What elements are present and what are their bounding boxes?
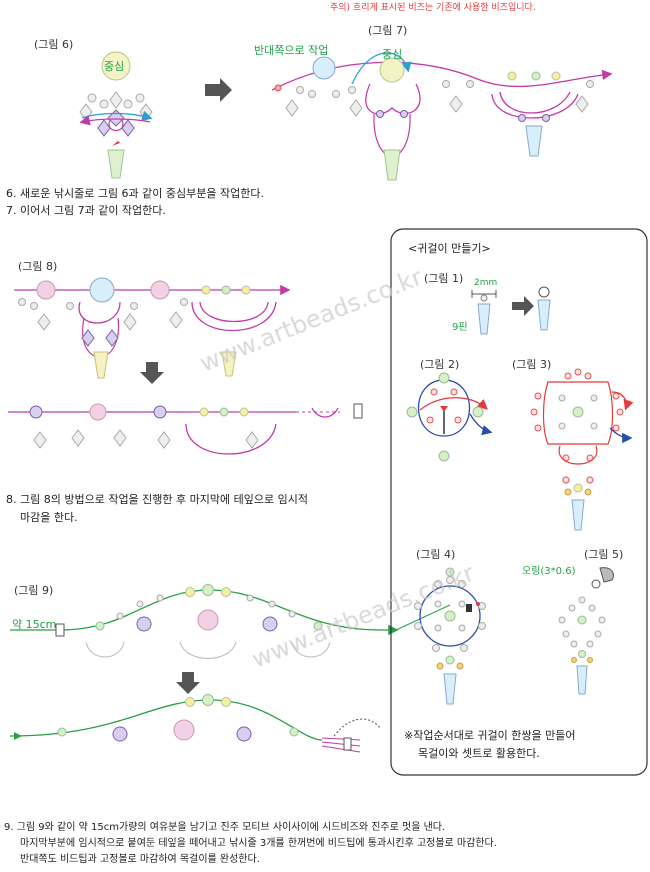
figure-9-diagram <box>9 584 399 753</box>
earring-fig4 <box>414 567 486 705</box>
opposite-direction-label: 반대쪽으로 작업 <box>254 44 329 57</box>
figure-6-label: (그림 6) <box>34 38 74 51</box>
figure-9-label: (그림 9) <box>14 584 54 597</box>
earring-box-title: <귀걸이 만들기> <box>408 242 491 255</box>
earring-fig2 <box>406 372 493 462</box>
earring-figure-5-label: (그림 5) <box>584 548 624 561</box>
watermark-2: www.artbeads.co.kr <box>248 559 479 674</box>
center-label-7: 중심 <box>382 48 403 61</box>
step-9-line3: 반대쪽도 비드팁과 고정볼로 마감하여 목걸이를 완성한다. <box>20 854 260 865</box>
earring-fig1 <box>471 286 551 335</box>
9pin-label: 9핀 <box>452 322 468 333</box>
step-8-line2: 마감을 한다. <box>20 511 78 524</box>
figure-7-label: (그림 7) <box>368 24 408 37</box>
step-9-line1: 9. 그림 9와 같이 약 15cm가량의 여유분을 남기고 진주 모티브 사이… <box>4 822 446 833</box>
step-6: 6. 새로운 낚시줄로 그림 6과 같이 중심부분을 작업한다. <box>6 187 264 200</box>
next-arrow <box>205 78 232 102</box>
center-label-6: 중심 <box>104 60 125 73</box>
earring-figure-2-label: (그림 2) <box>420 358 460 371</box>
oring-label: 오링(3*0.6) <box>522 566 576 577</box>
step-8-line1: 8. 그림 8의 방법으로 작업을 진행한 후 마지막에 테잎으로 임시적 <box>6 493 308 506</box>
earring-fig5 <box>558 567 614 695</box>
top-note: 주의) 흐리게 표시된 비즈는 기존에 사용한 비즈입니다. <box>330 3 536 13</box>
figure-8-label: (그림 8) <box>18 260 58 273</box>
earring-figure-1-label: (그림 1) <box>424 272 464 285</box>
step-7: 7. 이어서 그림 7과 같이 작업한다. <box>6 204 166 217</box>
earring-note-line1: ※작업순서대로 귀걸이 한쌍을 만들어 <box>404 729 576 742</box>
watermark-1: www.artbeads.co.kr <box>196 263 427 378</box>
figure-8-diagram <box>8 277 363 455</box>
earring-fig3 <box>530 368 634 531</box>
figure-6-diagram <box>79 51 153 179</box>
earring-figure-3-label: (그림 3) <box>512 358 552 371</box>
figure-7-diagram <box>271 52 613 181</box>
length-label: 약 15cm <box>12 618 57 631</box>
earring-figure-4-label: (그림 4) <box>416 548 456 561</box>
step-9-line2: 마지막부분에 임시적으로 붙여둔 테잎을 떼어내고 낚시줄 3개를 한꺼번에 비… <box>20 838 497 849</box>
earring-note-line2: 목걸이와 셋트로 활용한다. <box>418 747 540 760</box>
earring-box-frame <box>390 228 648 776</box>
size-2mm-label: 2mm <box>474 278 498 288</box>
